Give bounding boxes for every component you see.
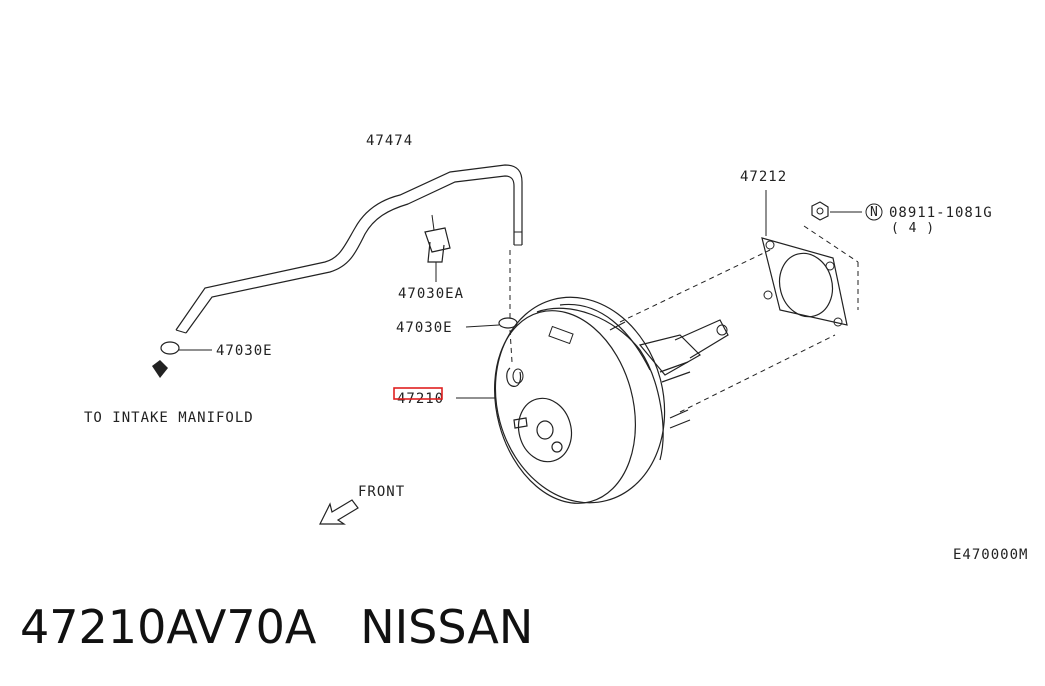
footer-brand: NISSAN	[360, 600, 534, 654]
footer-part-number: 47210AV70A	[20, 600, 317, 654]
nut	[811, 201, 883, 221]
label-front: FRONT	[358, 484, 405, 500]
front-arrow	[319, 499, 359, 525]
nut-circle-letter: N	[870, 205, 879, 220]
vacuum-hose	[175, 164, 523, 334]
label-intake-manifold: TO INTAKE MANIFOLD	[84, 410, 254, 426]
brake-booster	[456, 296, 729, 504]
footer-title: 47210AV70A NISSAN	[20, 600, 533, 654]
label-47030e-left: 47030E	[216, 343, 273, 359]
label-diagram-code: E470000M	[953, 547, 1028, 563]
label-nut-quantity: ( 4 )	[891, 221, 935, 236]
label-47212: 47212	[740, 169, 787, 185]
assembly-guides	[509, 225, 859, 413]
label-47030ea: 47030EA	[398, 286, 464, 302]
highlight-box	[393, 387, 443, 400]
label-47474: 47474	[366, 133, 413, 149]
clip-47030e-left	[152, 341, 212, 378]
clip-47030e-mid	[465, 317, 518, 329]
nut-circle-marker	[865, 203, 883, 221]
label-47030e-mid: 47030E	[396, 320, 453, 336]
label-08911-1081g: 08911-1081G	[889, 205, 993, 221]
gasket-47212	[761, 190, 848, 327]
clip-47030ea	[424, 214, 451, 282]
